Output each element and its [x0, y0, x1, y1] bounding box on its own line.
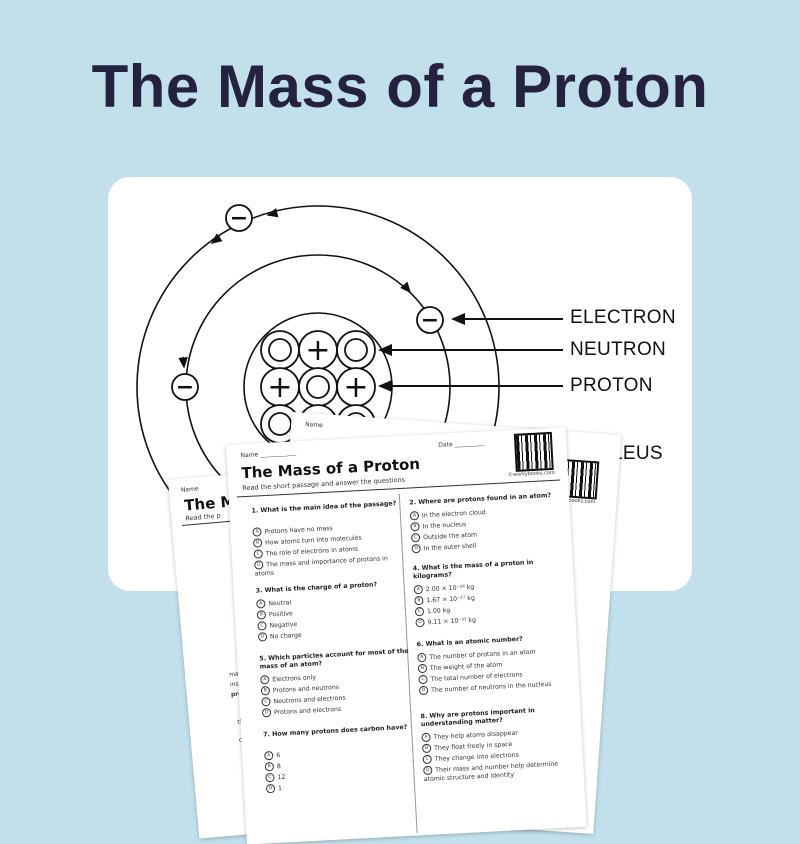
website-label: ©workybooks.com [507, 469, 556, 479]
qr-code [513, 431, 554, 472]
name-field: Name ____________ [240, 449, 297, 460]
neutron-label: NEUTRON [570, 339, 667, 360]
orbit-arrow [400, 281, 412, 294]
electron-left [171, 373, 199, 401]
electron-sign: − [176, 375, 194, 400]
proton-label: PROTON [570, 375, 653, 396]
electron-label: ELECTRON [570, 307, 676, 328]
electron-sign: − [230, 206, 248, 231]
electron-sign: − [421, 308, 439, 333]
svg-text:+: + [305, 333, 330, 368]
orbit-arrow [210, 233, 223, 244]
page-title: The Mass of a Proton [91, 53, 709, 120]
date-field: Date __________ [438, 439, 485, 449]
orbit-arrow [266, 208, 279, 218]
worksheet-front: Name ____________ Date __________ ©worky… [226, 427, 587, 844]
orbit-arrow [178, 356, 188, 369]
svg-text:+: + [343, 370, 368, 405]
electron-top [225, 204, 253, 232]
electron-right [416, 306, 444, 334]
svg-text:+: + [267, 370, 292, 405]
pointer-lines [378, 313, 563, 392]
